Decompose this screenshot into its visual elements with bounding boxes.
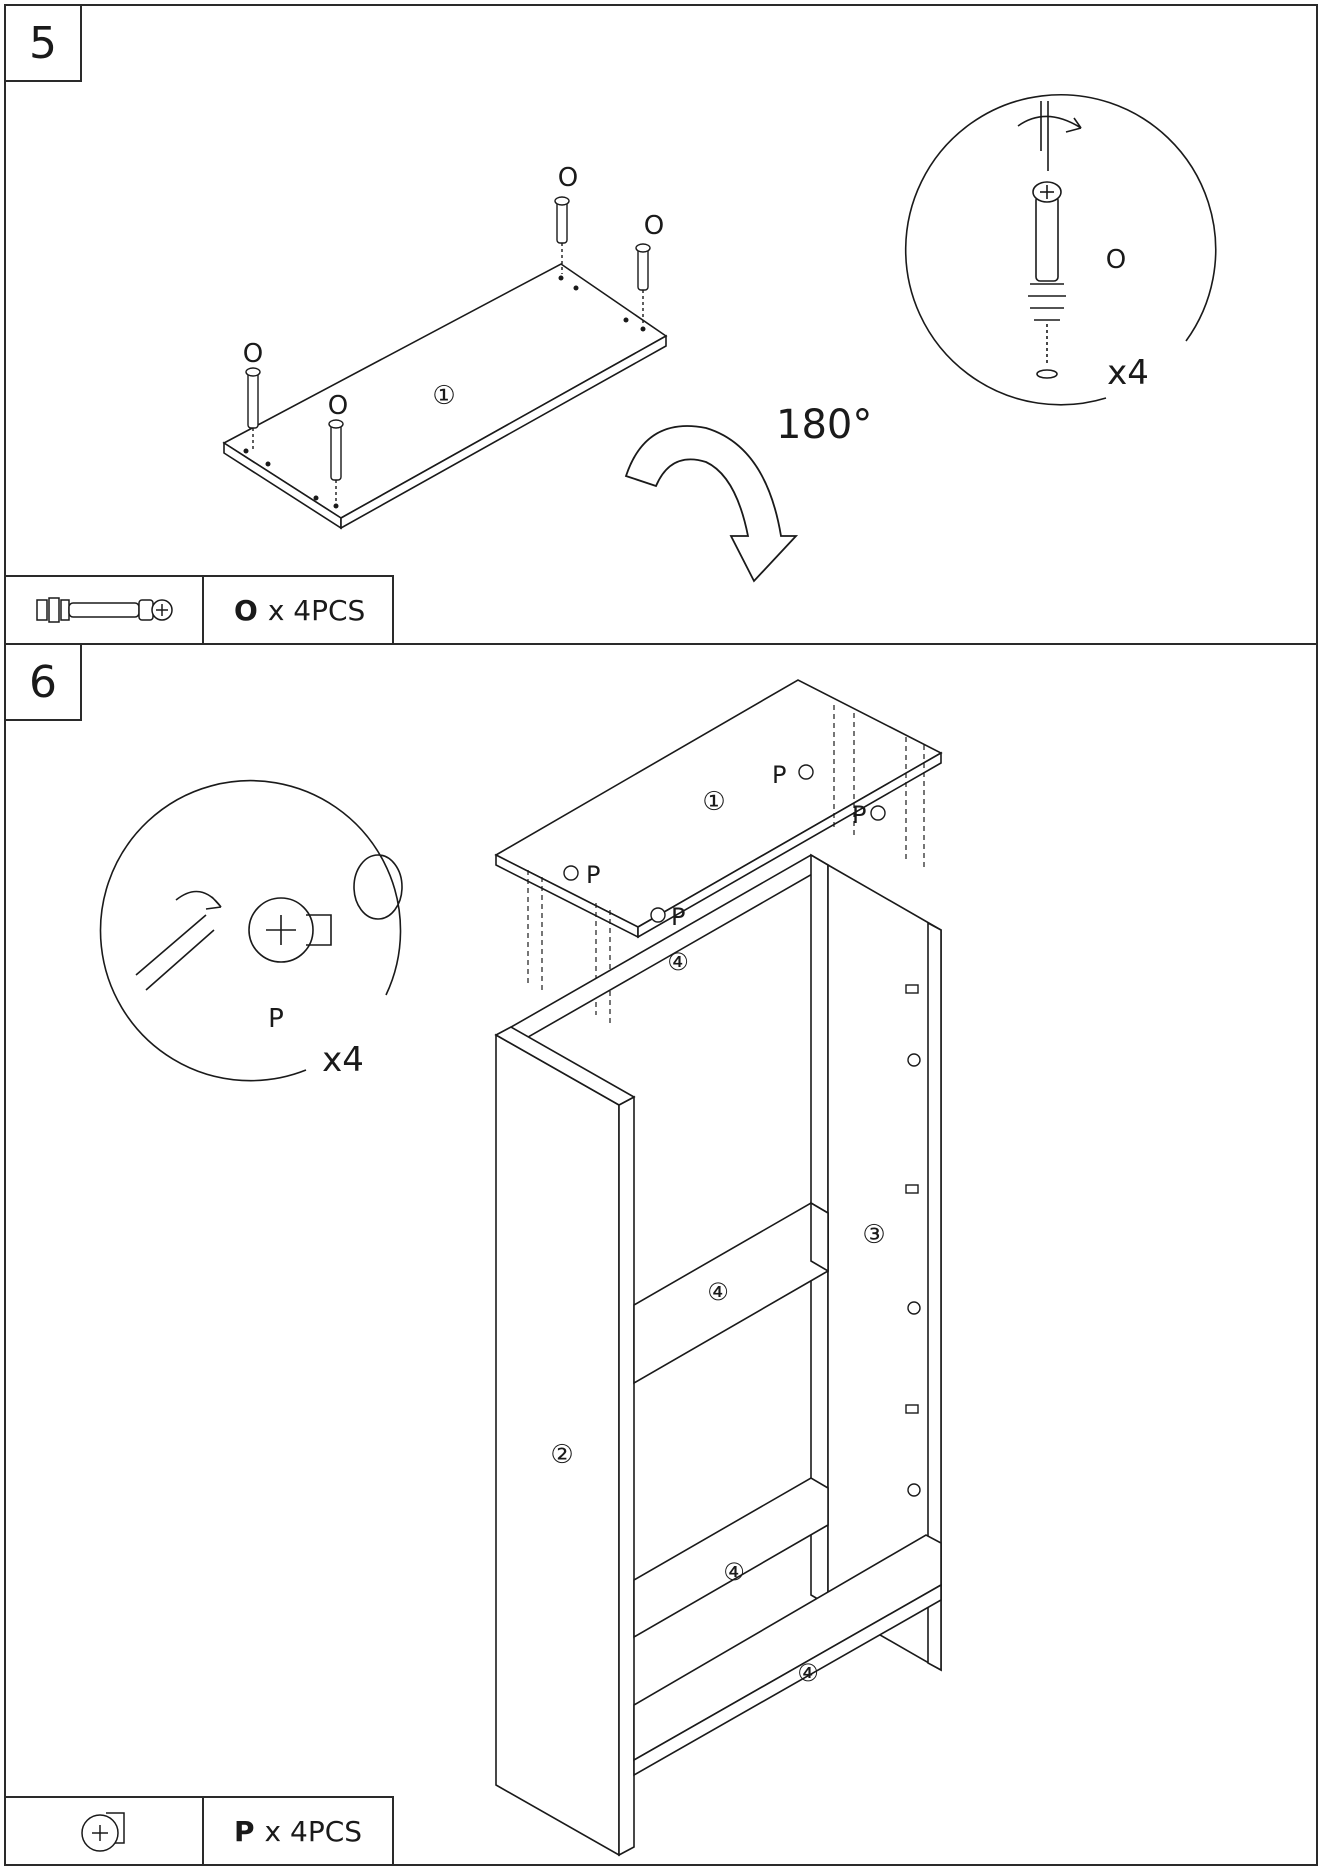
label-back-rail: ④: [667, 948, 689, 976]
parts-quantity: O x 4PCS: [204, 577, 392, 643]
step-number: 5: [6, 6, 82, 82]
top-panel-1: [494, 679, 943, 939]
parts-count: x 4PCS: [264, 1814, 363, 1848]
label-lock-b: P: [671, 903, 685, 931]
label-screw-o-d: O: [644, 211, 664, 241]
cam-bolt-icon: [245, 196, 651, 506]
cam-bolt-icon: [36, 597, 173, 623]
label-lower-rail: ④: [723, 1558, 745, 1586]
label-screw-o-a: O: [243, 339, 263, 369]
cam-lock-icon: [563, 764, 886, 923]
label-middle-rail: ④: [707, 1278, 729, 1306]
parts-icon-cell: [6, 1798, 204, 1864]
label-panel-1: ①: [432, 381, 455, 411]
parts-count: x 4PCS: [267, 593, 366, 627]
label-lock-c: P: [772, 761, 786, 789]
label-top-panel: ①: [702, 787, 725, 817]
label-rotation: 180°: [776, 402, 872, 448]
label-screw-o-b: O: [328, 391, 348, 421]
label-screw-o-c: O: [558, 163, 578, 193]
label-base-rail: ④: [797, 1659, 819, 1687]
label-lock-a: P: [586, 861, 600, 889]
parts-letter: O: [234, 593, 258, 627]
step-number: 6: [6, 645, 82, 721]
cam-lock-icon: [81, 1812, 125, 1852]
label-lock-d: P: [852, 801, 866, 829]
parts-table: O x 4PCS: [6, 575, 394, 643]
parts-table: P x 4PCS: [6, 1796, 394, 1864]
detail-circle-p: [99, 779, 403, 1082]
parts-letter: P: [234, 1814, 255, 1848]
detail-part-label: O: [1106, 245, 1126, 275]
parts-quantity: P x 4PCS: [204, 1798, 392, 1864]
detail-count: x4: [322, 1040, 364, 1080]
detail-count: x4: [1107, 353, 1149, 393]
step-6-panel: 6 ①: [4, 643, 1318, 1866]
step-5-illustration: O O O O ① 180° O x4: [222, 93, 1217, 583]
label-right-side: ③: [862, 1220, 885, 1250]
detail-circle-o: [904, 93, 1217, 406]
label-left-side: ②: [550, 1440, 573, 1470]
step-5-panel: 5 O O: [4, 4, 1318, 645]
cabinet-frame: [494, 853, 942, 1857]
parts-icon-cell: [6, 577, 204, 643]
step-6-illustration: ①: [99, 679, 943, 1857]
rotate-arrow-icon: [624, 425, 799, 583]
detail-part-label: P: [268, 1004, 284, 1034]
